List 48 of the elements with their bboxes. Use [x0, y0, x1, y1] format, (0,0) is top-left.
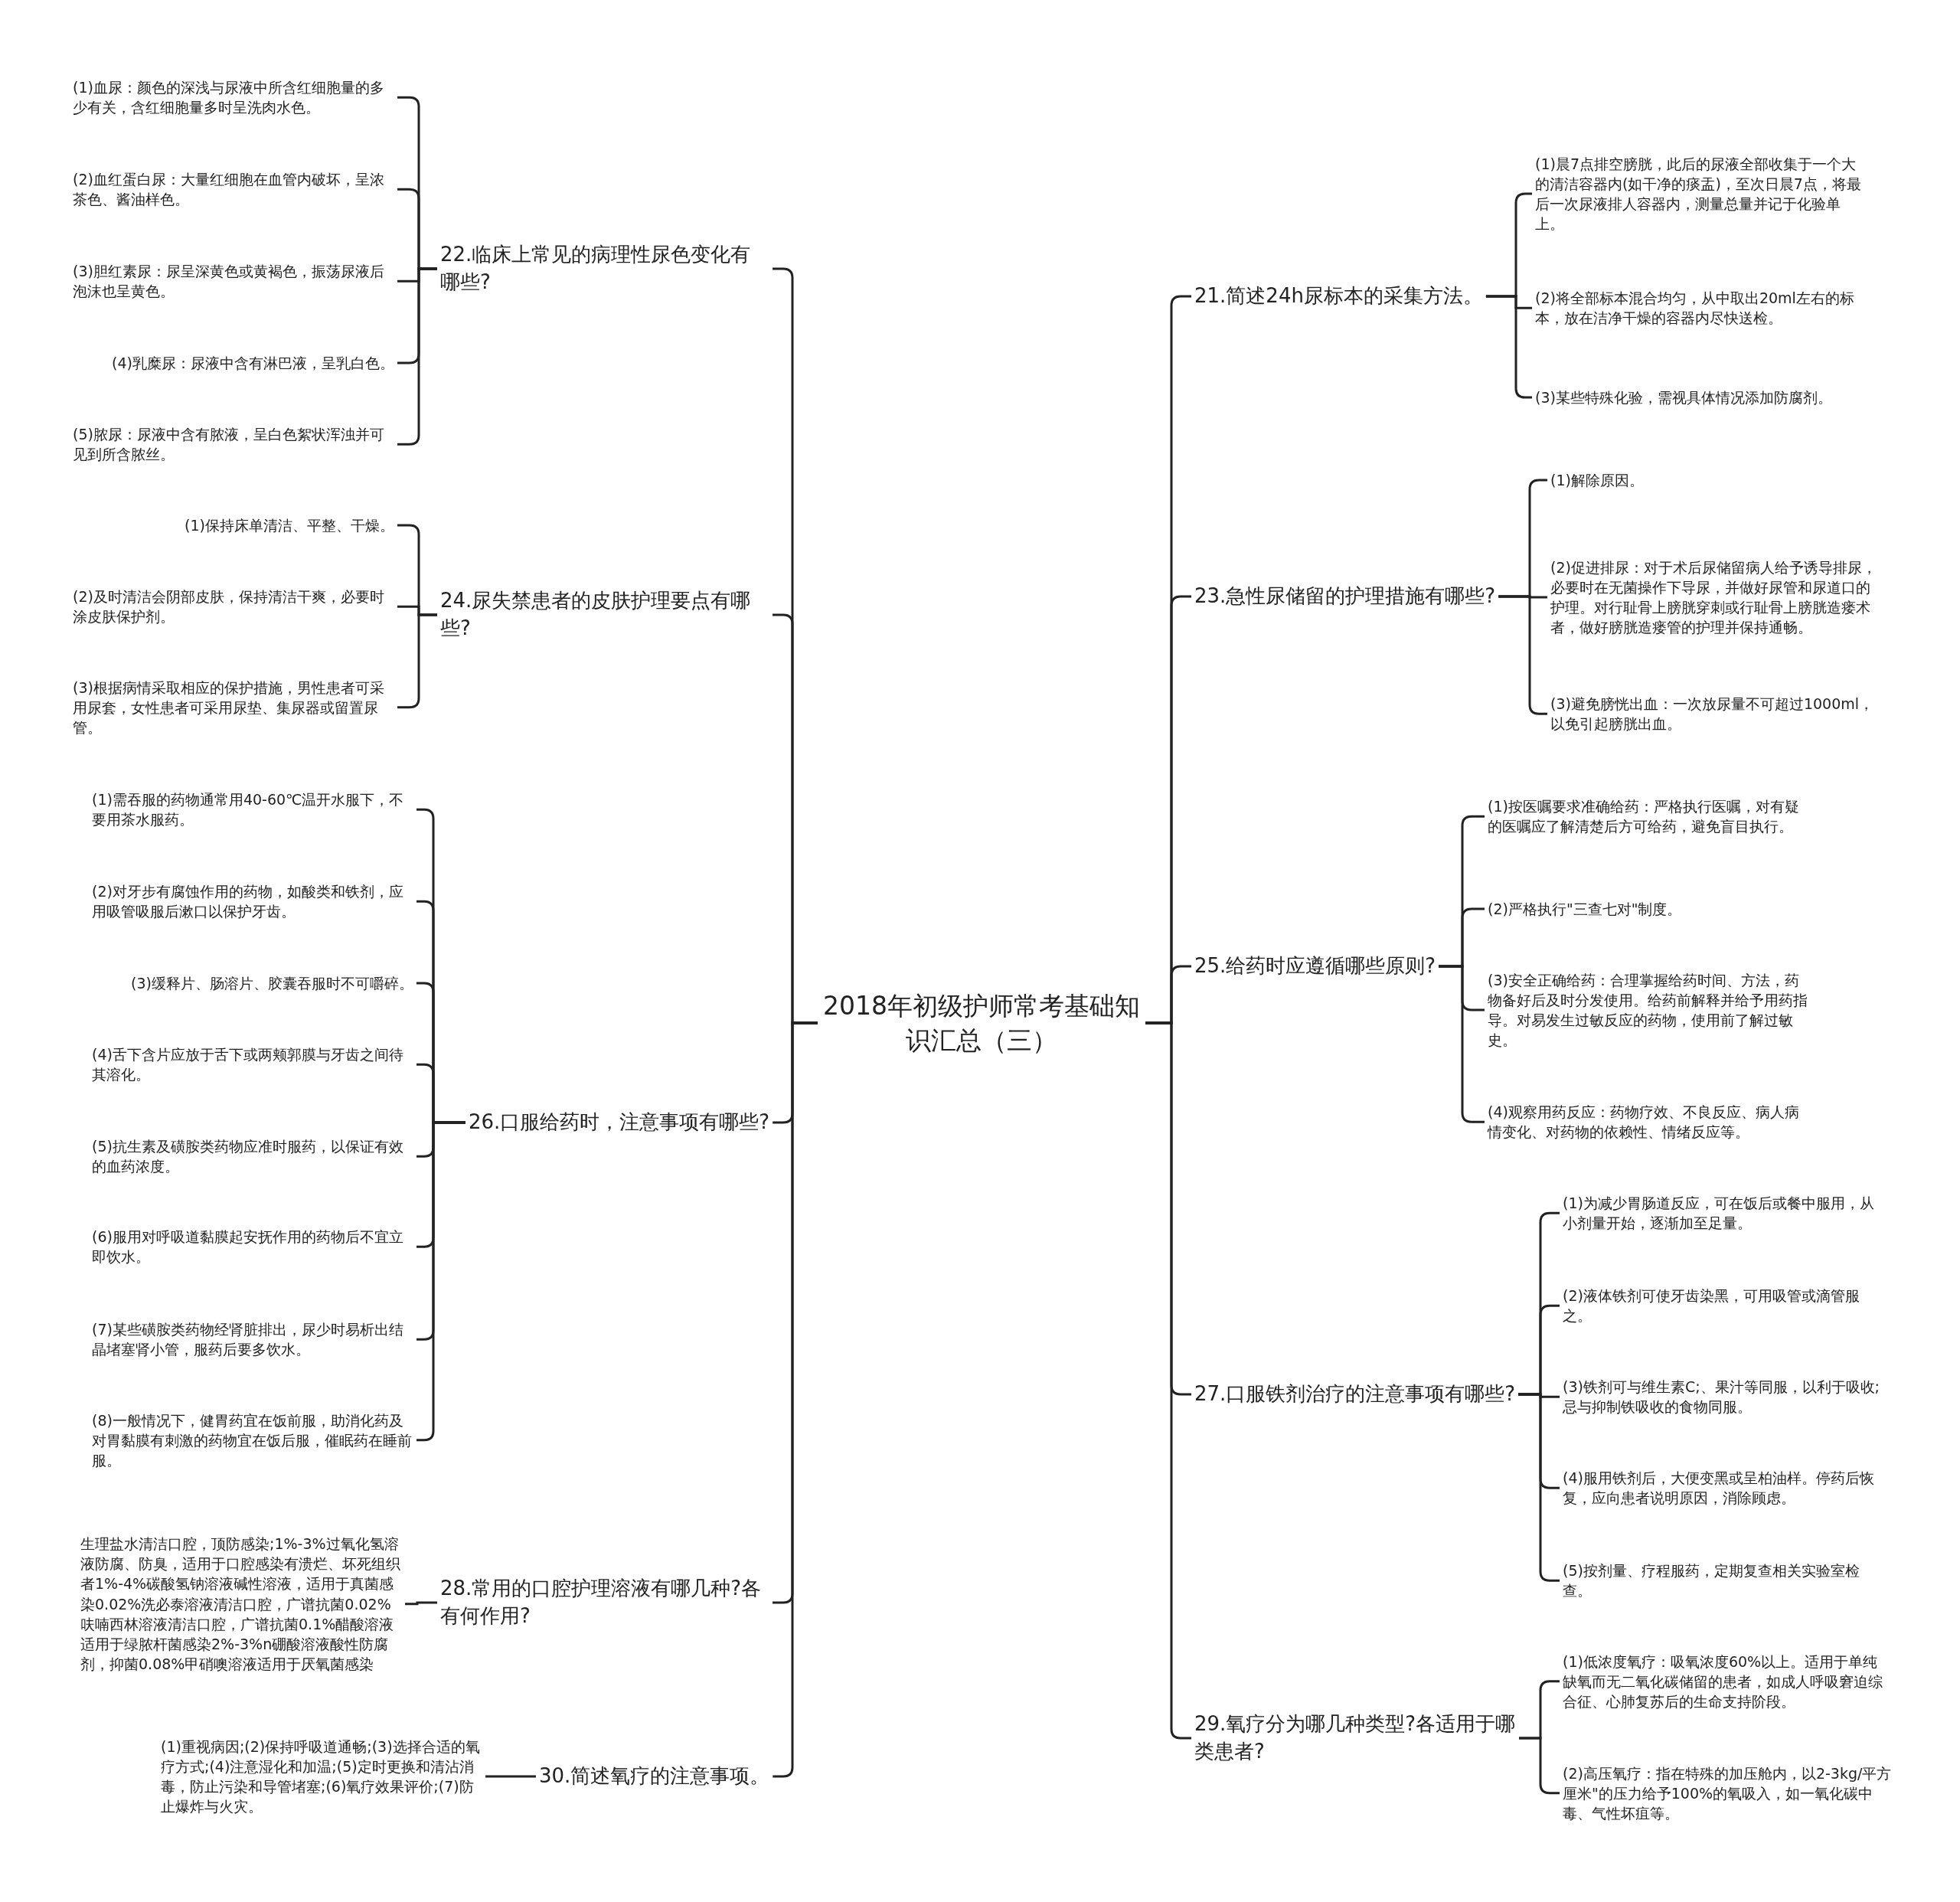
answer-text: (3)避免膀恍出血：一次放尿量不可超过1000ml，以免引起膀胱出血。 [1550, 694, 1880, 734]
answer-text: (2)将全部标本混合均匀，从中取出20ml左右的标本，放在洁净干燥的容器内尽快送检。 [1535, 288, 1864, 328]
question-text: 28.常用的口腔护理溶液有哪几种?各有何作用? [440, 1575, 769, 1630]
answer-text: (2)血红蛋白尿：大量红细胞在血管内破坏，呈浓茶色、酱油样色。 [73, 169, 394, 210]
answer-text: (7)某些磺胺类药物经肾脏排出，尿少时易析出结晶堵塞肾小管，服药后要多饮水。 [92, 1319, 413, 1360]
answer-text: (2)及时清洁会阴部皮肤，保持清洁干爽，必要时涂皮肤保护剂。 [73, 587, 394, 627]
answer-text: (2)严格执行"三查七对"制度。 [1488, 899, 1682, 920]
answer-text: (8)一般情况下，健胃药宜在饭前服，助消化药及对胃黏膜有刺激的药物宜在饭后服，催眠药在睡前服。 [92, 1410, 413, 1471]
answer-text: (3)安全正确给药：合理掌握给药时间、方法，药物备好后及时分发使用。给药前解释并给予用药指导。对易发生过敏反应的药物，使用前了解过敏史。 [1488, 969, 1813, 1051]
answer-text: (1)需吞服的药物通常用40-60℃温开水服下，不要用茶水服药。 [92, 789, 413, 830]
answer-text: (3)某些特殊化验，需视具体情况添加防腐剂。 [1535, 387, 1832, 408]
answer-text: (5)按剂量、疗程服药，定期复查相关实验室检查。 [1563, 1560, 1888, 1601]
answer-text: (3)根据病情采取相应的保护措施，男性患者可采用尿套，女性患者可采用尿垫、集尿器或留置尿管。 [73, 677, 394, 738]
question-text: 22.临床上常见的病理性尿色变化有哪些? [440, 241, 769, 296]
answer-text: (1)晨7点排空膀胱，此后的尿液全部收集于一个大的清洁容器内(如干净的痰盂)，至次日晨7点，将最后一次尿液排人容器内，测量总量并记于化验单上。 [1535, 153, 1864, 234]
question-text: 25.给药时应遵循哪些原则? [1194, 953, 1436, 980]
connector-line [485, 1775, 536, 1778]
answer-text: (4)舌下含片应放于舌下或两颊郭膜与牙齿之间待其溶化。 [92, 1044, 413, 1085]
answer-text: (3)胆红素尿：尿呈深黄色或黄褐色，振荡尿液后泡沫也呈黄色。 [73, 261, 394, 302]
question-text: 30.简述氧疗的注意事项。 [539, 1763, 770, 1790]
answer-text: (5)抗生素及磺胺类药物应准时服药，以保证有效的血药浓度。 [92, 1136, 413, 1177]
question-text: 23.急性尿储留的护理措施有哪些? [1194, 583, 1496, 610]
question-text: 21.简述24h尿标本的采集方法。 [1194, 283, 1483, 310]
answer-text: (1)低浓度氧疗：吸氧浓度60%以上。适用于单纯缺氧而无二氧化碳储留的患者，如成人呼吸窘迫综合征、心肺复苏后的生命支持阶段。 [1563, 1651, 1892, 1712]
central-topic-text: 2018年初级护师常考基础知识汇总（三） [821, 988, 1142, 1058]
answer-text: (6)服用对呼吸道黏膜起安抚作用的药物后不宜立即饮水。 [92, 1227, 413, 1267]
question-text: 29.氧疗分为哪几种类型?各适用于哪类患者? [1194, 1711, 1516, 1766]
answer-text: (2)液体铁剂可使牙齿染黑，可用吸管或滴管服之。 [1563, 1286, 1888, 1326]
answer-text: (4)观察用药反应：药物疗效、不良反应、病人病情变化、对药物的依赖性、情绪反应等。 [1488, 1102, 1813, 1142]
answer-text: (1)血尿：颜色的深浅与尿液中所含红细胞量的多少有关，含红细胞量多时呈洗肉水色。 [73, 77, 394, 118]
answer-text: (1)保持床单清洁、平整、干燥。 [185, 515, 394, 536]
answer-text: (1)重视病因;(2)保持呼吸道通畅;(3)选择合适的氧疗方式;(4)注意湿化和加温;(5)定时更换和清沾消毒，防止污染和导管堵塞;(6)氧疗效果评价;(7)防止爆炸与火灾。 [161, 1736, 482, 1817]
answer-text: (1)按医嘱要求准确给药：严格执行医嘱，对有疑的医嘱应了解清楚后方可给药，避免盲目执行。 [1488, 796, 1813, 837]
answer-text: (4)服用铁剂后，大便变黑或呈柏油样。停药后恢复，应向患者说明原因，消除顾虑。 [1563, 1468, 1888, 1508]
question-text: 27.口服铁剂治疗的注意事项有哪些? [1194, 1381, 1516, 1408]
answer-text: (4)乳糜尿：尿液中含有淋巴液，呈乳白色。 [112, 353, 394, 374]
answer-text: (1)解除原因。 [1550, 470, 1644, 491]
answer-text: (2)对牙步有腐蚀作用的药物，如酸类和铁剂，应用吸管吸服后漱口以保护牙齿。 [92, 881, 413, 922]
answer-text: (2)促进排尿：对于术后尿储留病人给予诱导排尿，必要时在无菌操作下导尿，并做好尿管和尿道口的护理。对行耻骨上膀胱穿刺或行耻骨上膀胱造瘘术者，做好膀胱造瘘管的护理并保持通畅。 [1550, 557, 1880, 638]
answer-text: (3)铁剂可与维生素C;、果汁等同服，以利于吸收;忌与抑制铁吸收的食物同服。 [1563, 1377, 1888, 1417]
answer-text: (5)脓尿：尿液中含有脓液，呈白色絮状浑浊并可见到所含脓丝。 [73, 424, 394, 465]
answer-text: (1)为减少胃肠道反应，可在饭后或餐中服用，从小剂量开始，逐渐加至足量。 [1563, 1193, 1888, 1234]
connector-line [405, 1601, 437, 1606]
question-text: 26.口服给药时，注意事项有哪些? [469, 1109, 770, 1136]
question-text: 24.尿失禁患者的皮肤护理要点有哪些? [440, 587, 769, 642]
answer-text: 生理盐水清洁口腔，顶防感染;1%-3%过氧化氢溶液防腐、防臭，适用于口腔感染有溃烂、坏死组织者1%-4%碳酸氢钠溶液碱性溶液，适用于真菌感染0.02%洗必泰溶液清洁口腔，广谱抗菌0.02%呋喃西林溶液清洁口腔，广谱抗菌0.1%醋酸溶液适用于绿脓杆菌感染2%-3%n硼酸溶液酸性防腐剂，抑菌0.08%甲硝噢溶液适用于厌氧菌感染 [80, 1534, 402, 1675]
answer-text: (3)缓释片、肠溶片、胶囊吞服时不可嚼碎。 [131, 973, 413, 994]
answer-text: (2)高压氧疗：指在特殊的加压舱内，以2-3kg/平方厘米"的压力给予100%的氧吸入，如一氧化碳中毒、气性坏疽等。 [1563, 1763, 1892, 1824]
